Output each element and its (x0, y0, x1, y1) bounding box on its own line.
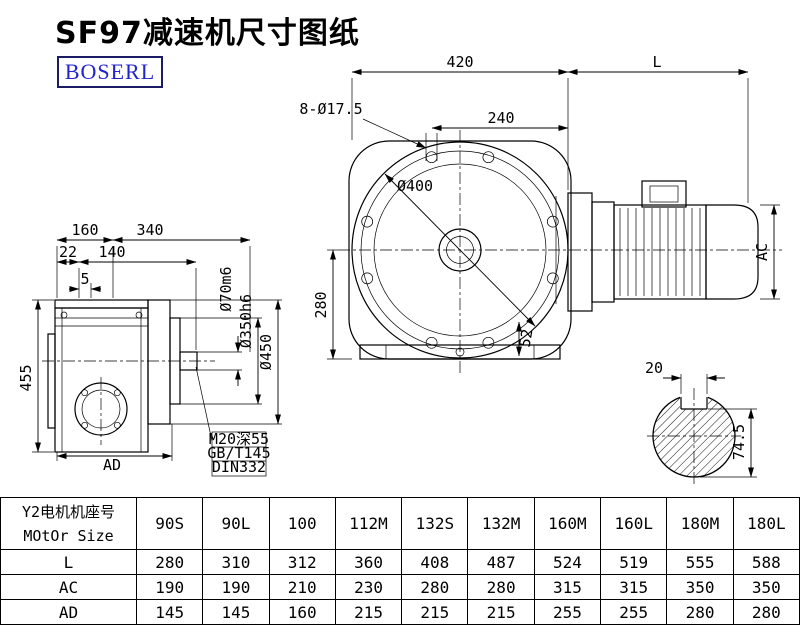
value-cell: 555 (666, 549, 734, 575)
value-cell: 230 (334, 574, 403, 600)
boserl-logo: BOSERL (57, 56, 163, 88)
table-header-motor-size: Y2电机机座号 MOtOr Size (0, 497, 137, 550)
value-cell: 350 (666, 574, 734, 600)
technical-drawing: 420 L 8-Ø17.5 240 Ø400 160 340 22 140 5 … (17, 53, 782, 484)
value-cell: 215 (467, 599, 535, 625)
column-header: 180L (732, 497, 800, 550)
dim-flange-dia: Ø400 (397, 177, 433, 195)
column-header: 100 (268, 497, 336, 550)
value-cell: 350 (732, 574, 800, 600)
gearbox-front-view (348, 130, 572, 374)
value-cell: 519 (600, 549, 668, 575)
value-cell: 310 (202, 549, 270, 575)
dim-160: 160 (71, 221, 98, 239)
note-m20: M20深55 (209, 430, 269, 448)
front-view-dimensions (327, 69, 749, 360)
note-gb: GB/T145 (207, 444, 270, 462)
thread-note (195, 366, 267, 477)
value-cell: 408 (401, 549, 469, 575)
gearbox-side-view (42, 299, 215, 453)
value-cell: 280 (135, 549, 204, 575)
value-cell: 588 (732, 549, 800, 575)
boserl-logo-text: BOSERL (64, 59, 156, 84)
input-flange (147, 299, 171, 425)
dim-280: 280 (312, 291, 330, 318)
dim-shaft-dia: Ø70m6 (217, 266, 235, 311)
dim-420: 420 (446, 53, 473, 71)
column-header: 160M (533, 497, 602, 550)
dim-bolt-holes: 8-Ø17.5 (299, 100, 362, 118)
row-label: L (0, 549, 137, 575)
dim-52: 52 (516, 328, 537, 349)
value-cell: 255 (600, 599, 668, 625)
side-view-dimensions (32, 237, 282, 461)
dim-flange-od: Ø450 (257, 334, 275, 370)
column-header: 90S (135, 497, 204, 550)
value-cell: 215 (334, 599, 403, 625)
value-cell: 160 (268, 599, 336, 625)
column-header: 132S (401, 497, 469, 550)
note-din: DIN332 (212, 458, 266, 476)
column-header: 160L (600, 497, 668, 550)
header-cn: Y2电机机座号 (21, 502, 116, 521)
fan-cowl (705, 204, 759, 300)
table-row: L 280 310 312 360 408 487 524 519 555 58… (0, 549, 800, 575)
page-title: SF97减速机尺寸图纸 (55, 16, 360, 51)
value-cell: 145 (202, 599, 270, 625)
terminal-box (641, 180, 687, 208)
value-cell: 215 (401, 599, 469, 625)
dim-340: 340 (136, 221, 163, 239)
value-cell: 280 (666, 599, 734, 625)
dim-ad: AD (103, 456, 121, 474)
dim-240: 240 (487, 109, 514, 127)
value-cell: 280 (467, 574, 535, 600)
value-cell: 312 (268, 549, 336, 575)
dim-key-height: 74.5 (730, 424, 748, 460)
shaft-cross-section (647, 374, 757, 484)
dim-140: 140 (98, 243, 125, 261)
value-cell: 145 (135, 599, 204, 625)
table-row: AD 145 145 160 215 215 215 255 255 280 2… (0, 599, 800, 625)
row-label: AD (0, 599, 137, 625)
dim-motor-length: L (652, 53, 661, 71)
header-en: MOtOr Size (23, 526, 114, 545)
row-label: AC (0, 574, 137, 600)
motor-size-table: Y2电机机座号 MOtOr Size 90S 90L 100 112M 132S… (0, 497, 800, 625)
value-cell: 315 (600, 574, 668, 600)
value-cell: 210 (268, 574, 336, 600)
column-header: 90L (202, 497, 270, 550)
column-header: 180M (666, 497, 734, 550)
value-cell: 360 (334, 549, 403, 575)
value-cell: 190 (135, 574, 204, 600)
value-cell: 280 (732, 599, 800, 625)
dim-key-width: 20 (645, 359, 663, 377)
dim-spigot-dia: Ø350h6 (237, 294, 255, 348)
table-row: AC 190 190 210 230 280 280 315 315 350 3… (0, 574, 800, 600)
value-cell: 255 (533, 599, 602, 625)
value-cell: 524 (533, 549, 602, 575)
dim-455: 455 (17, 364, 35, 391)
dim-5: 5 (80, 270, 89, 288)
dim-22: 22 (59, 243, 77, 261)
value-cell: 315 (533, 574, 602, 600)
value-cell: 190 (202, 574, 270, 600)
column-header: 112M (334, 497, 403, 550)
value-cell: 280 (401, 574, 469, 600)
dim-motor-ac: AC (753, 243, 771, 261)
value-cell: 487 (467, 549, 535, 575)
column-header: 132M (467, 497, 535, 550)
motor-view (338, 180, 782, 312)
